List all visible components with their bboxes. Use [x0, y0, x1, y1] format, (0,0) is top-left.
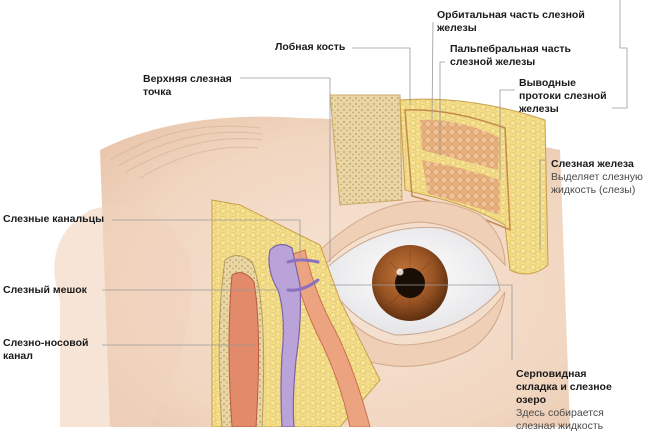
label-orbital-part: Орбитальная часть слезной железы	[437, 9, 585, 34]
lacrimal-lake-title: Серповидная складка и слезное озеро	[516, 368, 612, 406]
label-lacrimal-lake: Серповидная складка и слезное озеро Здес…	[516, 355, 612, 446]
label-upper-punctum: Верхняя слезная точка	[143, 73, 232, 98]
lacrimal-lake-desc: Здесь собирается слезная жидкость	[516, 407, 604, 432]
label-lacrimal-gland: Слезная железа Выделяет слезную жидкость…	[551, 145, 643, 210]
palpebral-part-gland	[422, 160, 500, 215]
label-frontal-bone: Лобная кость	[275, 41, 346, 53]
eyeball	[321, 226, 501, 336]
label-nasolacrimal: Слезно-носовой канал	[3, 337, 89, 362]
label-excretory-ducts: Выводные протоки слезной железы	[519, 77, 607, 115]
lacrimal-gland-title: Слезная железа	[551, 158, 634, 170]
nasal-mucosa	[228, 272, 260, 427]
eye-anatomy-illustration	[54, 0, 628, 427]
nasal-cross-section	[211, 199, 381, 427]
frontal-bone-section	[329, 94, 403, 206]
lacrimal-gland-desc: Выделяет слезную жидкость (слезы)	[551, 171, 643, 196]
label-palpebral-part: Пальпебральная часть слезной железы	[450, 43, 572, 68]
eyebrow	[109, 125, 263, 179]
lacrimal-canaliculi	[286, 258, 320, 292]
label-canaliculi: Слезные канальцы	[3, 213, 105, 225]
leader-lines	[102, 0, 628, 360]
pupil	[395, 268, 425, 298]
label-lacrimal-sac: Слезный мешок	[3, 284, 87, 296]
upper-eyelid	[319, 200, 506, 272]
